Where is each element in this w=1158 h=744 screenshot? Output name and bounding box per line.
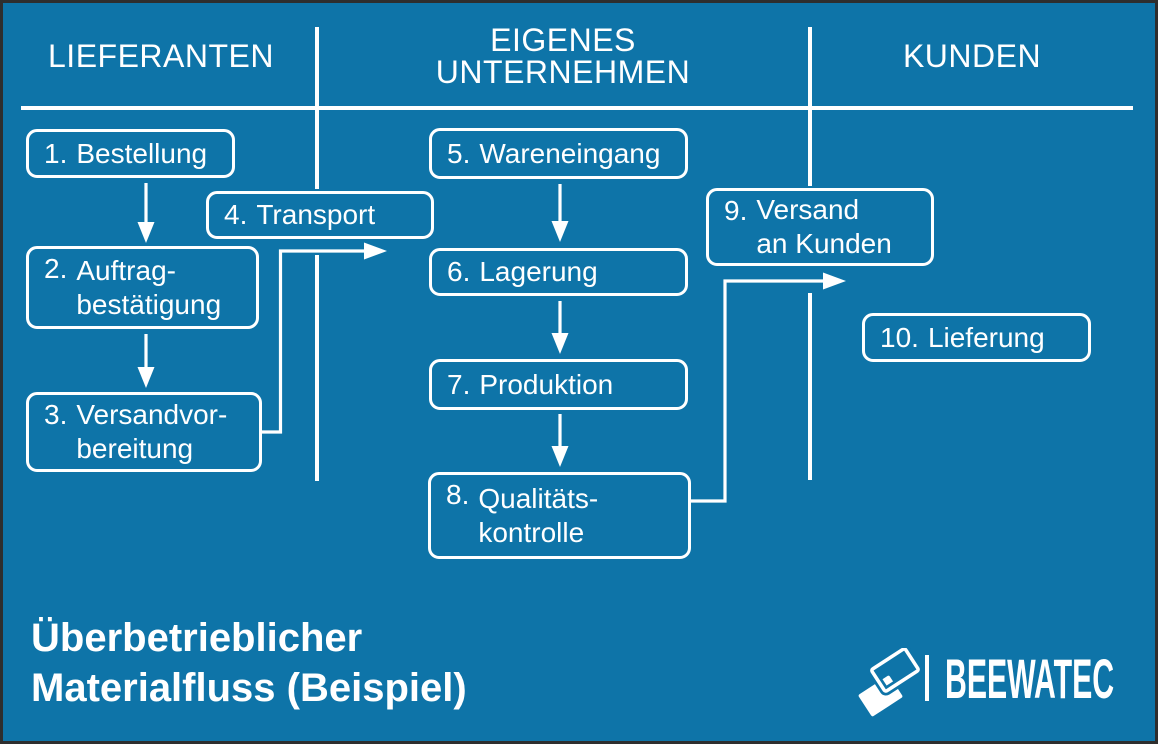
step-label: Auftrag- bestätigung xyxy=(76,254,222,320)
step-number: 9. xyxy=(724,195,748,226)
step-number: 7. xyxy=(447,368,471,400)
logo-separator-bar xyxy=(925,655,929,701)
step-label: Qualitäts- kontrolle xyxy=(478,482,599,548)
step-box-7-produktion: 7. Produktion xyxy=(429,359,688,410)
connector-3-to-4 xyxy=(262,242,387,434)
step-box-6-lagerung: 6. Lagerung xyxy=(429,248,688,296)
diagram-lines-layer xyxy=(21,27,1133,503)
step-number: 2. xyxy=(44,253,68,284)
step-number: 5. xyxy=(447,137,471,169)
step-label: Produktion xyxy=(479,368,614,400)
arrow-7-to-8 xyxy=(551,414,569,467)
column-header-eigenes-unternehmen: EIGENES UNTERNEHMEN xyxy=(435,22,691,90)
arrow-6-to-7 xyxy=(551,301,569,354)
column-header-lieferanten: LIEFERANTEN xyxy=(48,38,274,74)
beewatec-tiles-icon xyxy=(858,648,921,717)
step-label: Versandvor- bereitung xyxy=(76,399,228,464)
step-label: Lagerung xyxy=(479,256,598,287)
step-box-4-transport: 4. Transport xyxy=(206,191,434,239)
diagram-title: Überbetrieblicher Materialfluss (Beispie… xyxy=(31,616,467,710)
step-box-1-bestellung: 1. Bestellung xyxy=(26,129,235,178)
step-box-5-wareneingang: 5. Wareneingang xyxy=(429,128,688,179)
step-box-8-qualitaetskontrolle: 8. Qualitäts- kontrolle xyxy=(428,472,691,559)
step-number: 4. xyxy=(224,199,248,230)
step-box-9-versand-an-kunden: 9. Versand an Kunden xyxy=(706,188,934,266)
arrow-5-to-6 xyxy=(551,184,569,242)
step-box-10-lieferung: 10. Lieferung xyxy=(862,313,1091,362)
column-header-kunden: KUNDEN xyxy=(902,38,1042,74)
beewatec-logo: BEEWATEC xyxy=(853,646,1133,726)
step-number: 8. xyxy=(446,479,470,510)
step-label: Wareneingang xyxy=(479,137,661,169)
arrow-2-to-3 xyxy=(137,334,155,388)
arrow-1-to-2 xyxy=(137,183,155,243)
brand-wordmark: BEEWATEC xyxy=(945,647,1115,710)
step-label: Transport xyxy=(256,199,376,230)
step-label: Versand an Kunden xyxy=(756,194,892,259)
step-box-3-versandvorbereitung: 3. Versandvor- bereitung xyxy=(26,392,262,472)
step-box-2-auftragbestaetigung: 2. Auftrag- bestätigung xyxy=(26,246,259,329)
step-number: 1. xyxy=(44,137,68,169)
step-label: Bestellung xyxy=(76,137,208,169)
step-number: 3. xyxy=(44,399,68,430)
connector-8-to-9 xyxy=(691,272,846,503)
step-number: 10. xyxy=(880,321,919,353)
step-label: Lieferung xyxy=(927,321,1045,353)
step-number: 6. xyxy=(447,256,471,287)
